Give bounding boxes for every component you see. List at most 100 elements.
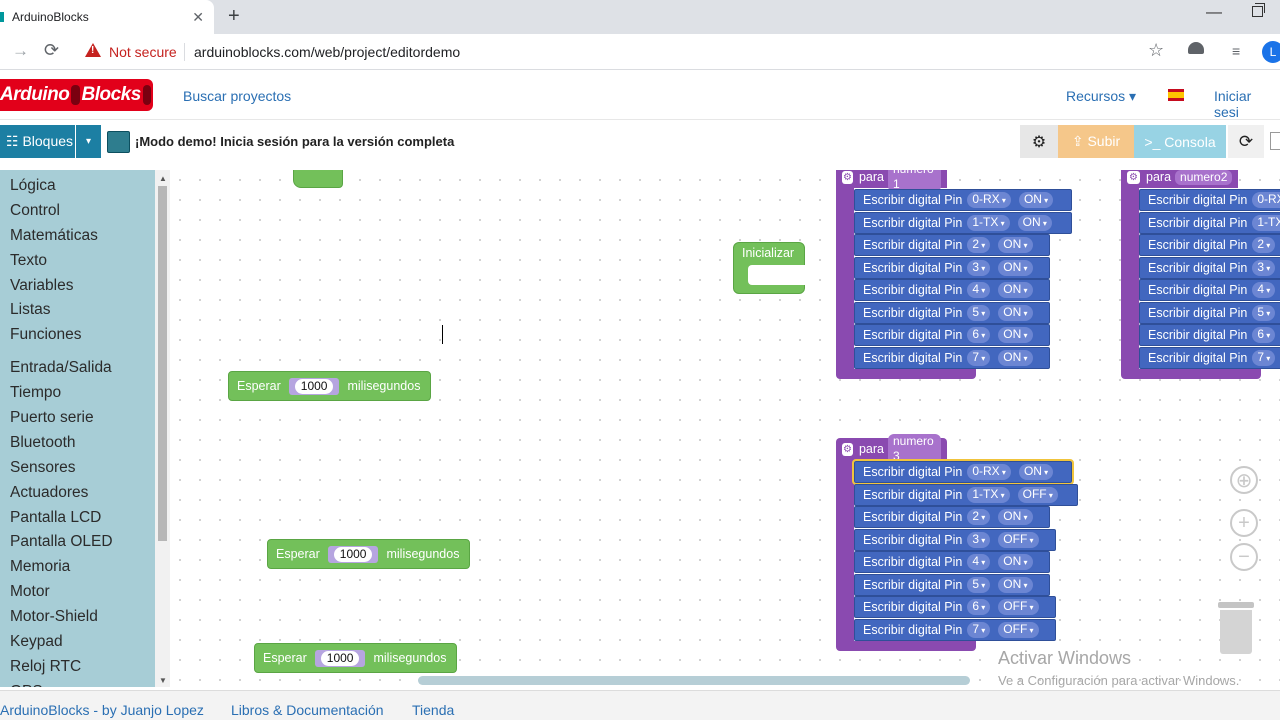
- wait-value-field[interactable]: 1000: [333, 546, 373, 562]
- pin-dropdown[interactable]: 7: [967, 621, 991, 638]
- digital-write-block[interactable]: Escribir digital Pin6ON: [854, 324, 1050, 346]
- toolbar-checkbox[interactable]: [1270, 132, 1280, 150]
- footer-credit-link[interactable]: ArduinoBlocks - by Juanjo Lopez: [0, 702, 204, 718]
- digital-write-block[interactable]: Escribir digital Pin2ON: [854, 506, 1050, 528]
- nav-resources-dropdown[interactable]: Recursos ▾: [1066, 88, 1137, 104]
- wait-value-field[interactable]: 1000: [294, 378, 334, 394]
- pin-dropdown[interactable]: 5: [967, 304, 991, 321]
- category-item[interactable]: Funciones: [10, 326, 82, 344]
- function-name-field[interactable]: numero 3: [887, 434, 941, 464]
- category-item[interactable]: Puerto serie: [10, 409, 94, 427]
- pin-dropdown[interactable]: 5: [967, 576, 991, 593]
- pin-dropdown[interactable]: 0-RX: [967, 192, 1011, 208]
- digital-write-block[interactable]: Escribir digital Pin6OFF: [854, 596, 1056, 618]
- pin-dropdown[interactable]: 3: [967, 531, 991, 548]
- arduino-board-icon[interactable]: [107, 131, 130, 153]
- reload-icon[interactable]: ⟳: [44, 40, 60, 60]
- category-item[interactable]: Sensores: [10, 458, 76, 476]
- category-item[interactable]: Memoria: [10, 558, 71, 576]
- pin-dropdown[interactable]: 6: [1252, 327, 1276, 343]
- workspace-horizontal-scrollbar[interactable]: [418, 676, 970, 685]
- category-item[interactable]: Tiempo: [10, 384, 62, 402]
- category-item[interactable]: Keypad: [10, 633, 63, 651]
- browser-tab[interactable]: ArduinoBlocks ✕: [0, 0, 214, 34]
- state-dropdown[interactable]: ON: [1018, 464, 1054, 480]
- function-gear-icon[interactable]: ⚙: [1127, 170, 1140, 184]
- pin-dropdown[interactable]: 7: [967, 349, 991, 366]
- pin-dropdown[interactable]: 1-TX: [967, 486, 1010, 503]
- arduinoblocks-logo[interactable]: Arduino Blocks: [0, 79, 153, 111]
- console-button[interactable]: >_ Consola: [1134, 125, 1226, 158]
- function-gear-icon[interactable]: ⚙: [842, 170, 853, 184]
- digital-write-block[interactable]: Escribir digital Pin5ON: [854, 573, 1050, 596]
- pin-dropdown[interactable]: 1-TX: [967, 214, 1010, 231]
- state-dropdown[interactable]: ON: [998, 237, 1033, 253]
- state-dropdown[interactable]: ON: [998, 282, 1033, 298]
- category-item[interactable]: Control: [10, 201, 60, 219]
- bloques-dropdown-caret[interactable]: ▾: [76, 125, 101, 158]
- scroll-down-icon[interactable]: ▼: [159, 676, 167, 685]
- category-item[interactable]: Reloj RTC: [10, 657, 82, 675]
- state-dropdown[interactable]: ON: [1017, 214, 1052, 231]
- partial-green-block[interactable]: [293, 170, 343, 188]
- pin-dropdown[interactable]: 3: [1252, 259, 1276, 276]
- category-item[interactable]: Pantalla LCD: [10, 508, 102, 526]
- pin-dropdown[interactable]: 2: [967, 237, 991, 253]
- state-dropdown[interactable]: ON: [998, 509, 1033, 525]
- pin-dropdown[interactable]: 3: [967, 259, 991, 276]
- zoom-in-icon[interactable]: +: [1230, 509, 1258, 537]
- not-secure-label[interactable]: Not secure: [109, 44, 177, 60]
- pin-dropdown[interactable]: 0-RX: [967, 464, 1011, 480]
- zoom-out-icon[interactable]: −: [1230, 543, 1258, 571]
- state-dropdown[interactable]: ON: [998, 259, 1033, 276]
- state-dropdown[interactable]: OFF: [998, 599, 1039, 615]
- trash-can-icon[interactable]: [1218, 600, 1254, 654]
- nav-login[interactable]: Iniciar sesi: [1214, 88, 1252, 120]
- minimize-window-icon[interactable]: —: [1206, 4, 1222, 21]
- upload-button[interactable]: ⇪ Subir: [1058, 125, 1134, 158]
- pin-dropdown[interactable]: 4: [1252, 282, 1276, 298]
- sidebar-scrollbar[interactable]: ▲ ▼: [155, 170, 170, 687]
- url-input[interactable]: arduinoblocks.com/web/project/editordemo: [194, 44, 461, 60]
- wait-block[interactable]: Esperar 1000 milisegundos: [228, 371, 432, 401]
- category-item[interactable]: Matemáticas: [10, 226, 98, 244]
- category-item[interactable]: Motor: [10, 583, 50, 601]
- function-name-field[interactable]: numero2: [1175, 170, 1233, 185]
- bookmark-star-icon[interactable]: ☆: [1148, 40, 1165, 60]
- wait-block[interactable]: Esperar 1000 milisegundos: [267, 539, 471, 569]
- category-item[interactable]: Lógica: [10, 177, 56, 194]
- state-dropdown[interactable]: ON: [1018, 192, 1054, 208]
- wait-value-field[interactable]: 1000: [320, 650, 360, 666]
- digital-write-block[interactable]: Escribir digital Pin3ON: [854, 256, 1050, 279]
- state-dropdown[interactable]: ON: [998, 304, 1033, 321]
- digital-write-block[interactable]: Escribir digital Pin4ON: [854, 551, 1050, 573]
- digital-write-block[interactable]: Escribir digital Pin5ON: [854, 301, 1050, 324]
- pin-dropdown[interactable]: 6: [967, 327, 991, 343]
- refresh-button[interactable]: ⟳: [1228, 125, 1264, 158]
- center-workspace-icon[interactable]: ⊕: [1230, 466, 1258, 494]
- extension-cloud-icon[interactable]: [1188, 42, 1204, 54]
- category-item[interactable]: Bluetooth: [10, 433, 76, 451]
- state-dropdown[interactable]: OFF: [998, 531, 1039, 548]
- blockly-workspace[interactable]: Inicializar Esperar 1000 milisegundos Es…: [170, 170, 1280, 687]
- close-tab-icon[interactable]: ✕: [192, 8, 204, 25]
- spain-flag-icon[interactable]: [1168, 89, 1184, 101]
- pin-dropdown[interactable]: 6: [967, 599, 991, 615]
- state-dropdown[interactable]: ON: [998, 327, 1033, 343]
- footer-shop-link[interactable]: Tienda: [412, 702, 455, 718]
- sidebar-scroll-thumb[interactable]: [158, 186, 167, 541]
- pin-dropdown[interactable]: 5: [1252, 304, 1276, 321]
- state-dropdown[interactable]: ON: [998, 554, 1033, 570]
- state-dropdown[interactable]: ON: [998, 349, 1033, 366]
- footer-books-link[interactable]: Libros & Documentación: [231, 702, 384, 718]
- new-tab-button[interactable]: +: [228, 5, 240, 27]
- category-item[interactable]: Pantalla OLED: [10, 533, 113, 551]
